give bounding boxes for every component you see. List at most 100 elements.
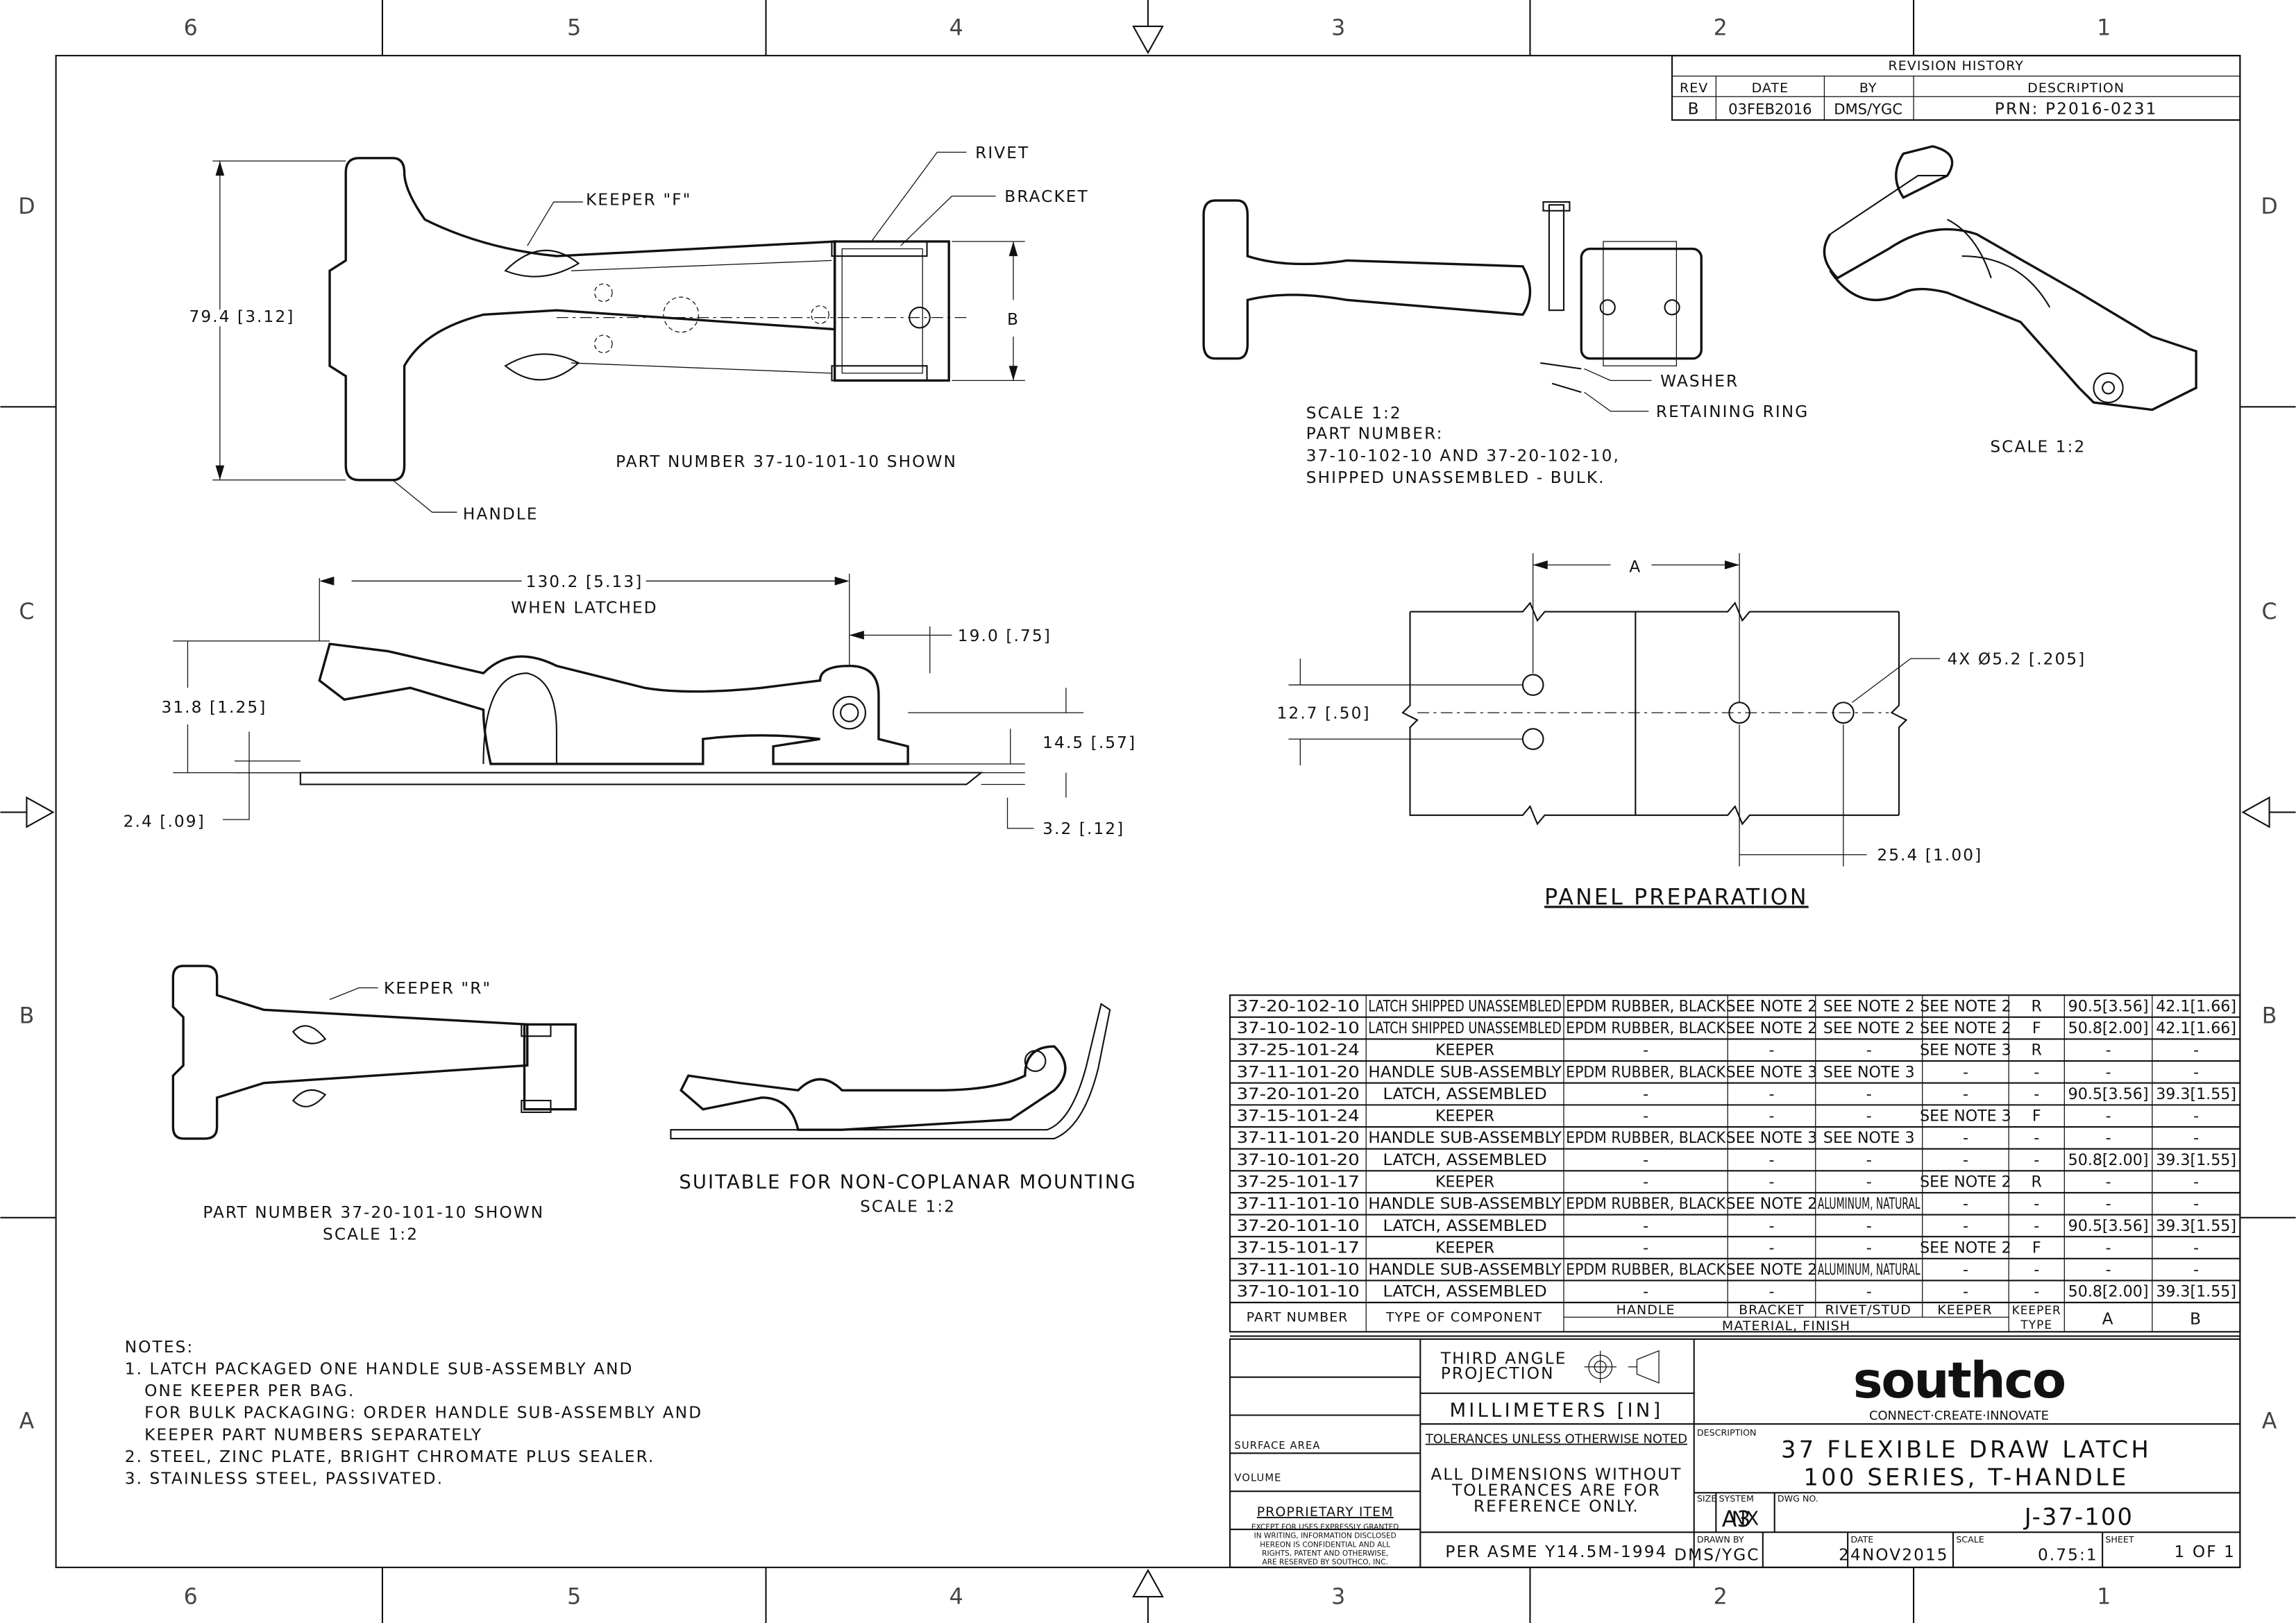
southco-tagline: CONNECT·CREATE·INNOVATE <box>1869 1409 2049 1423</box>
header-keeper: KEEPER <box>1937 1302 1992 1318</box>
table-cell: R <box>2032 1042 2042 1060</box>
table-cell: EPDM RUBBER, BLACK <box>1566 1063 1725 1081</box>
exploded-note-line-4: SHIPPED UNASSEMBLED - BULK. <box>1306 468 1605 487</box>
size-label: SIZE <box>1697 1493 1716 1504</box>
zone-col-3-bottom: 3 <box>1331 1585 1345 1610</box>
dim-hole: 4X Ø5.2 [.205] <box>1948 650 2086 669</box>
zone-col-5: 5 <box>567 16 581 41</box>
table-cell: F <box>2032 1019 2041 1037</box>
table-cell: 37-15-101-24 <box>1237 1107 1360 1125</box>
table-cell: - <box>1963 1151 1968 1169</box>
table-cell: - <box>1643 1085 1648 1103</box>
zone-col-4-bottom: 4 <box>949 1585 963 1610</box>
table-cell: 37-20-102-10 <box>1237 997 1360 1015</box>
table-cell: HANDLE SUB-ASSEMBLY <box>1368 1195 1562 1213</box>
revision-rev: B <box>1688 100 1700 119</box>
dim-length-when-latched: 130.2 [5.13] <box>526 572 643 591</box>
table-cell: SEE NOTE 2 <box>1726 1195 1818 1213</box>
table-cell: SEE NOTE 3 <box>1823 1063 1915 1081</box>
table-cell: SEE NOTE 2 <box>1920 997 2011 1015</box>
table-cell: SEE NOTE 3 <box>1920 1107 2011 1125</box>
table-cell: 90.5[3.56] <box>2068 997 2149 1015</box>
note-line: ONE KEEPER PER BAG. <box>125 1382 355 1400</box>
table-cell: SEE NOTE 2 <box>1920 1239 2011 1257</box>
table-cell: - <box>1769 1217 1774 1235</box>
label-washer: WASHER <box>1660 372 1739 391</box>
table-cell: - <box>1643 1239 1648 1257</box>
callout-bracket: BRACKET <box>1004 187 1089 206</box>
table-cell: HANDLE SUB-ASSEMBLY <box>1368 1261 1562 1279</box>
table-cell: - <box>2034 1283 2039 1301</box>
tolerances-line: TOLERANCES ARE FOR <box>1451 1481 1661 1500</box>
dwg-no-label: DWG NO. <box>1778 1493 1818 1504</box>
non-coplanar-scale: SCALE 1:2 <box>860 1197 956 1216</box>
table-cell: - <box>2034 1151 2039 1169</box>
system-label: SYSTEM <box>1719 1493 1754 1504</box>
note-line: 2. STEEL, ZINC PLATE, BRIGHT CHROMATE PL… <box>125 1447 655 1466</box>
table-cell: - <box>2034 1129 2039 1147</box>
header-b: B <box>2190 1310 2202 1329</box>
parts-table-header-dividers <box>1365 1302 2153 1332</box>
table-cell: - <box>2034 1195 2039 1213</box>
table-cell: - <box>1963 1195 1968 1213</box>
table-cell: ALUMINUM, NATURAL <box>1818 1261 1921 1279</box>
table-cell: - <box>1866 1173 1872 1191</box>
table-cell: 50.8[2.00] <box>2068 1019 2149 1037</box>
header-keeper-type-1: KEEPER <box>2012 1303 2061 1317</box>
table-cell: 37-11-101-20 <box>1237 1063 1360 1081</box>
table-cell: 37-15-101-17 <box>1237 1239 1360 1257</box>
notes: NOTES: 1. LATCH PACKAGED ONE HANDLE SUB-… <box>125 1338 701 1488</box>
size-value: A3 <box>1722 1507 1751 1532</box>
table-cell: - <box>1963 1129 1968 1147</box>
header-type: TYPE OF COMPONENT <box>1385 1310 1542 1325</box>
title-block: THIRD ANGLE PROJECTION MILLIMETERS [IN] … <box>1229 1338 2241 1568</box>
table-cell: HANDLE SUB-ASSEMBLY <box>1368 1063 1562 1081</box>
table-cell: KEEPER <box>1435 1042 1494 1060</box>
dwg-no-value: J-37-100 <box>2023 1504 2134 1531</box>
description-label: DESCRIPTION <box>1697 1427 1757 1438</box>
iso-view-scale: SCALE 1:2 <box>1990 438 2086 457</box>
dim-12: 12.7 [.50] <box>1277 704 1371 723</box>
bottom-view-scale: SCALE 1:2 <box>323 1225 419 1243</box>
header-handle: HANDLE <box>1617 1302 1675 1318</box>
dim-2: 2.4 [.09] <box>124 813 205 831</box>
header-part-number: PART NUMBER <box>1247 1310 1349 1325</box>
table-cell: SEE NOTE 2 <box>1920 1019 2011 1037</box>
table-cell: - <box>2193 1063 2199 1081</box>
latch-exploded-view: WASHER RETAINING RING SCALE 1:2 PART NUM… <box>1202 145 2197 487</box>
table-cell: EPDM RUBBER, BLACK <box>1566 1129 1725 1147</box>
table-cell: - <box>1769 1107 1774 1125</box>
table-cell: - <box>1769 1042 1774 1060</box>
zone-labels: 6 5 4 3 2 1 6 5 4 3 2 1 D C B A D C B A <box>18 16 2278 1610</box>
non-coplanar-caption: SUITABLE FOR NON-COPLANAR MOUNTING <box>679 1172 1137 1193</box>
header-rivet: RIVET/STUD <box>1825 1302 1911 1318</box>
header-a: A <box>2102 1310 2115 1329</box>
table-cell: - <box>2193 1261 2199 1279</box>
table-cell: 37-10-102-10 <box>1237 1019 1360 1037</box>
header-material: MATERIAL, FINISH <box>1722 1318 1850 1334</box>
table-cell: - <box>1963 1283 1968 1301</box>
table-cell: SEE NOTE 2 <box>1823 997 1915 1015</box>
table-cell: F <box>2032 1239 2041 1257</box>
table-cell: - <box>1643 1042 1648 1060</box>
top-view-caption: PART NUMBER 37-10-101-10 SHOWN <box>616 452 957 471</box>
table-cell: 37-11-101-10 <box>1237 1195 1360 1213</box>
table-cell: LATCH, ASSEMBLED <box>1383 1217 1547 1235</box>
table-cell: - <box>1643 1173 1648 1191</box>
scale-value: 0.75:1 <box>2038 1545 2098 1564</box>
table-cell: - <box>2193 1129 2199 1147</box>
label-retaining-ring: RETAINING RING <box>1656 402 1809 421</box>
table-cell: LATCH, ASSEMBLED <box>1383 1085 1547 1103</box>
date-value: 24NOV2015 <box>1839 1545 1949 1564</box>
zone-row-d: D <box>18 194 35 219</box>
table-cell: R <box>2032 997 2042 1015</box>
revision-title: REVISION HISTORY <box>1889 58 2024 74</box>
sheet-label: SHEET <box>2105 1534 2134 1545</box>
note-line: KEEPER PART NUMBERS SEPARATELY <box>125 1425 483 1444</box>
volume-label: VOLUME <box>1234 1472 1281 1484</box>
southco-logo: southco <box>1853 1351 2065 1409</box>
proprietary-title: PROPRIETARY ITEM <box>1257 1504 1394 1520</box>
